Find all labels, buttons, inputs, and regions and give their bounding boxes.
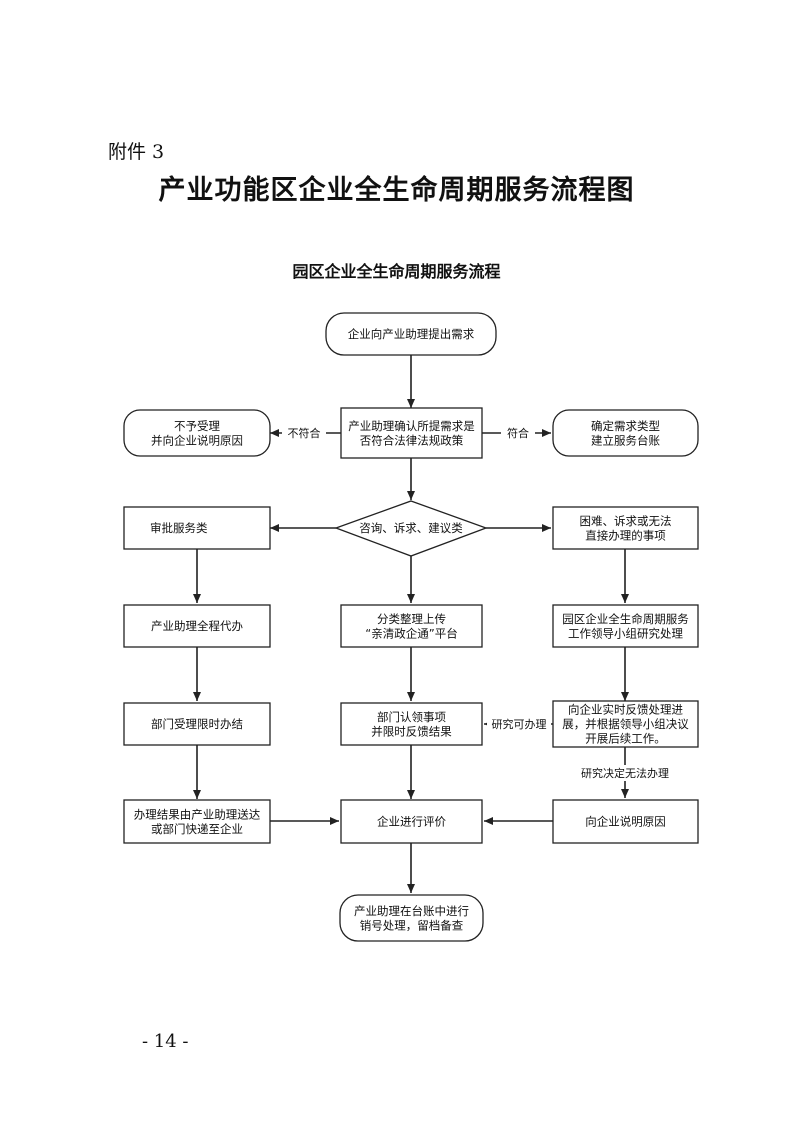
node-label-line: 建立服务台账 xyxy=(591,433,660,447)
node-label-line: 困难、诉求或无法 xyxy=(580,514,672,528)
svg-text:产业助理在台账中进行销号处理，留档备查: 产业助理在台账中进行销号处理，留档备查 xyxy=(354,904,469,933)
svg-text:咨询、诉求、建议类: 咨询、诉求、建议类 xyxy=(359,521,463,535)
node-study: 园区企业全生命周期服务工作领导小组研究处理 xyxy=(552,604,699,648)
node-label-line: 并限时反馈结果 xyxy=(371,724,452,738)
svg-text:向企业说明原因: 向企业说明原因 xyxy=(585,815,666,829)
node-end: 产业助理在台账中进行销号处理，留档备查 xyxy=(339,894,484,942)
node-reject: 不予受理并向企业说明原因 xyxy=(123,409,271,457)
node-label-line: 工作领导小组研究处理 xyxy=(568,626,683,640)
svg-text:产业助理全程代办: 产业助理全程代办 xyxy=(151,619,243,633)
node-confirm: 确定需求类型建立服务台账 xyxy=(552,409,699,457)
svg-text:部门受理限时办结: 部门受理限时办结 xyxy=(151,717,243,731)
node-label-line: 直接办理的事项 xyxy=(585,528,666,542)
node-feedback: 向企业实时反馈处理进展，并根据领导小组决议开展后续工作。 xyxy=(552,700,699,748)
node-label-line: 园区企业全生命周期服务 xyxy=(562,612,689,626)
node-label-line: 向企业实时反馈处理进 xyxy=(568,703,683,717)
node-label-line: 确定需求类型 xyxy=(591,419,660,433)
node-approval: 审批服务类 xyxy=(123,506,271,550)
node-consult: 咨询、诉求、建议类 xyxy=(334,500,488,557)
page-number: - 14 - xyxy=(142,1031,189,1052)
node-label-line: 不予受理 xyxy=(174,419,220,433)
node-label-line: 并向企业说明原因 xyxy=(151,433,243,447)
svg-text:分类整理上传“亲清政企通”平台: 分类整理上传“亲清政企通”平台 xyxy=(365,612,457,641)
edge-label-compliant: 符合 xyxy=(507,426,529,440)
node-label-line: 审批服务类 xyxy=(150,521,208,535)
node-label-line: “亲清政企通”平台 xyxy=(365,626,457,640)
svg-text:企业进行评价: 企业进行评价 xyxy=(377,815,446,829)
node-label-line: 销号处理，留档备查 xyxy=(360,918,464,932)
node-proxy: 产业助理全程代办 xyxy=(123,604,271,648)
svg-text:部门认领事项并限时反馈结果: 部门认领事项并限时反馈结果 xyxy=(371,710,452,739)
svg-text:确定需求类型建立服务台账: 确定需求类型建立服务台账 xyxy=(591,419,660,448)
node-label-line: 企业进行评价 xyxy=(377,815,446,829)
attachment-label: 附件 3 xyxy=(108,141,165,163)
node-label-line: 展，并根据领导小组决议 xyxy=(562,717,689,731)
node-label-line: 产业助理确认所提需求是 xyxy=(348,419,475,433)
node-label-line: 或部门快递至企业 xyxy=(151,822,243,836)
node-label-line: 分类整理上传 xyxy=(377,612,446,626)
svg-text:困难、诉求或无法直接办理的事项: 困难、诉求或无法直接办理的事项 xyxy=(580,514,672,543)
node-platform: 分类整理上传“亲清政企通”平台 xyxy=(340,604,483,648)
node-label-line: 开展后续工作。 xyxy=(585,732,666,746)
node-difficult: 困难、诉求或无法直接办理的事项 xyxy=(552,506,699,550)
edge-label-cannot-handle: 研究决定无法办理 xyxy=(581,766,669,780)
node-label-line: 产业助理在台账中进行 xyxy=(354,904,469,918)
flowchart-title: 园区企业全生命周期服务流程 xyxy=(292,262,501,281)
node-label-line: 否符合法律法规政策 xyxy=(360,433,464,447)
node-label-line: 部门受理限时办结 xyxy=(151,717,243,731)
svg-text:审批服务类: 审批服务类 xyxy=(150,521,208,535)
node-label-line: 部门认领事项 xyxy=(377,710,446,724)
svg-text:园区企业全生命周期服务工作领导小组研究处理: 园区企业全生命周期服务工作领导小组研究处理 xyxy=(562,612,689,641)
node-label-line: 向企业说明原因 xyxy=(585,815,666,829)
node-deliver: 办理结果由产业助理送达或部门快递至企业 xyxy=(123,799,271,844)
edge-label-not-compliant: 不符合 xyxy=(288,426,321,440)
edge-label-can-handle: 研究可办理 xyxy=(492,717,547,731)
svg-text:产业助理确认所提需求是否符合法律法规政策: 产业助理确认所提需求是否符合法律法规政策 xyxy=(348,419,475,448)
node-explain: 向企业说明原因 xyxy=(552,799,699,844)
svg-text:不予受理并向企业说明原因: 不予受理并向企业说明原因 xyxy=(151,419,243,448)
svg-text:企业向产业助理提出需求: 企业向产业助理提出需求 xyxy=(348,327,475,341)
svg-text:办理结果由产业助理送达或部门快递至企业: 办理结果由产业助理送达或部门快递至企业 xyxy=(134,807,261,836)
node-dept-claim: 部门认领事项并限时反馈结果 xyxy=(340,702,483,746)
node-label-line: 咨询、诉求、建议类 xyxy=(359,521,463,535)
node-check: 产业助理确认所提需求是否符合法律法规政策 xyxy=(340,407,483,459)
node-start: 企业向产业助理提出需求 xyxy=(325,312,497,356)
node-label-line: 办理结果由产业助理送达 xyxy=(134,807,261,821)
node-dept-handle: 部门受理限时办结 xyxy=(123,702,271,746)
node-evaluate: 企业进行评价 xyxy=(340,799,483,844)
document-title: 产业功能区企业全生命周期服务流程图 xyxy=(158,175,635,206)
node-label-line: 企业向产业助理提出需求 xyxy=(348,327,475,341)
svg-text:向企业实时反馈处理进展，并根据领导小组决议开展后续工作。: 向企业实时反馈处理进展，并根据领导小组决议开展后续工作。 xyxy=(562,703,689,746)
node-label-line: 产业助理全程代办 xyxy=(151,619,243,633)
